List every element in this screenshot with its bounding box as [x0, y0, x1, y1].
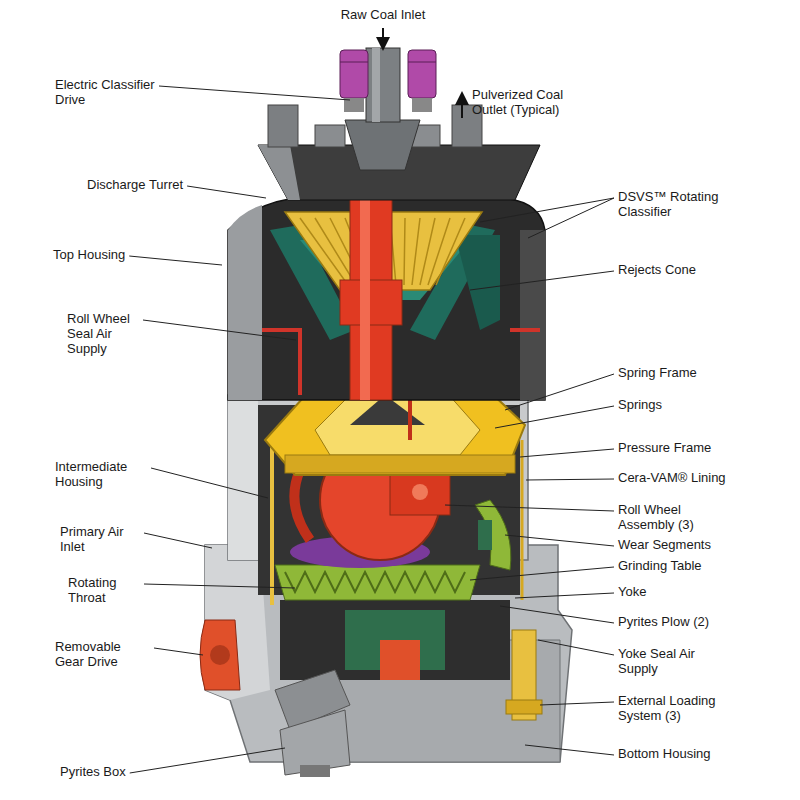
part-label: Removable Gear Drive [55, 640, 150, 670]
part-label: Electric Classifier Drive [55, 78, 155, 108]
leader-line [515, 593, 614, 598]
leader-line [144, 584, 295, 588]
part-label: Yoke Seal Air Supply [618, 647, 718, 677]
leader-line [445, 505, 614, 511]
leader-line [129, 256, 222, 265]
part-label: Cera-VAM® Lining [618, 471, 726, 486]
part-label: Pyrites Plow (2) [618, 615, 709, 630]
leader-line [500, 606, 614, 623]
part-label: Roll Wheel Seal Air Supply [67, 312, 139, 357]
part-label: Pyrites Box [60, 765, 126, 780]
part-label: Roll Wheel Assembly (3) [618, 503, 713, 533]
leader-line [144, 533, 212, 548]
part-label: Pulverized Coal Outlet (Typical) [472, 88, 584, 118]
leader-line [480, 198, 614, 222]
part-label: Primary Air Inlet [60, 525, 140, 555]
part-label: Rotating Throat [68, 576, 140, 606]
leader-line [154, 648, 203, 655]
part-label: Intermediate Housing [55, 460, 147, 490]
leader-line [159, 86, 350, 100]
leader-line [187, 186, 266, 198]
leader-line [505, 374, 614, 410]
part-label: Wear Segments [618, 538, 711, 553]
leader-line [130, 748, 285, 773]
leader-line [143, 320, 296, 340]
part-label: Raw Coal Inlet [341, 8, 426, 23]
leader-line [470, 567, 614, 580]
part-label: Yoke [618, 585, 646, 600]
part-label: Rejects Cone [618, 263, 696, 278]
part-label: Bottom Housing [618, 747, 711, 762]
part-label: Spring Frame [618, 366, 697, 381]
leader-line [495, 406, 614, 428]
leader-line [540, 702, 614, 705]
leader-line [470, 271, 614, 290]
part-label: Grinding Table [618, 559, 702, 574]
part-label: Pressure Frame [618, 441, 711, 456]
part-label: DSVS™ Rotating Classifier [618, 190, 743, 220]
part-label: Top Housing [53, 248, 125, 263]
leader-line [151, 468, 268, 498]
leader-line [538, 640, 614, 655]
leader-line [520, 449, 614, 457]
part-label: Discharge Turret [87, 178, 183, 193]
part-label: Springs [618, 398, 662, 413]
part-label: External Loading System (3) [618, 694, 738, 724]
leader-line [525, 745, 614, 755]
leader-line [505, 535, 614, 546]
leader-line [526, 479, 614, 480]
leader-line [528, 198, 614, 238]
